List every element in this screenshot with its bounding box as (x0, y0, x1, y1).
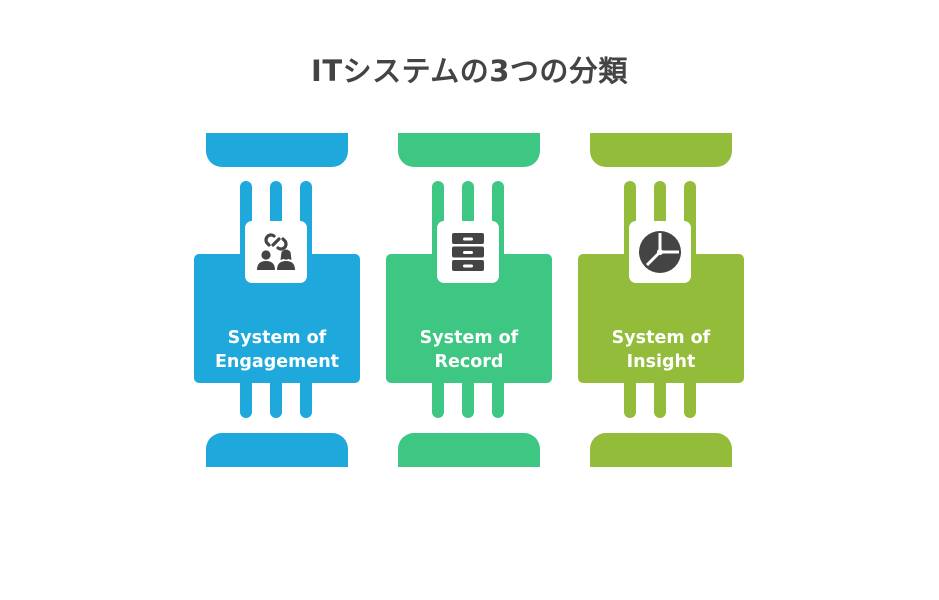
filing-cabinet-icon (452, 233, 484, 271)
pillar-rod (270, 376, 282, 418)
pillar-rod (492, 376, 504, 418)
pillar-bottom-cap (590, 433, 732, 467)
pillar-label: System of Insight (578, 326, 744, 374)
pillar-rod (654, 376, 666, 418)
pillar-label-line2: Engagement (214, 352, 340, 372)
pillar-icon-box (629, 221, 691, 283)
pillar-bottom-cap (206, 433, 348, 467)
pillar-rod (462, 376, 474, 418)
pillar-rod (684, 376, 696, 418)
pillar-top-cap (398, 133, 540, 167)
pillar-icon-box (245, 221, 307, 283)
pillar-label-line1: System of (419, 328, 519, 348)
pillar-body: System of Engagement (194, 254, 360, 383)
pillar-rod (300, 376, 312, 418)
pillar-label: System of Record (386, 326, 552, 374)
people-link-icon (257, 233, 295, 270)
pillar-top-cap (590, 133, 732, 167)
pillar-icon-box (437, 221, 499, 283)
pillar-rod (432, 376, 444, 418)
pillar-label-line2: Insight (626, 352, 696, 372)
pillar-rod (240, 376, 252, 418)
pie-chart-icon (639, 231, 681, 273)
pillar-label-line2: Record (434, 352, 504, 372)
diagram-title: ITシステムの3つの分類 (311, 54, 628, 88)
pillar-top-cap (206, 133, 348, 167)
pillar-label: System of Engagement (194, 326, 360, 374)
pillar-label-line1: System of (611, 328, 711, 348)
pillar-bottom-cap (398, 433, 540, 467)
pillar-rod (624, 376, 636, 418)
pillar-label-line1: System of (227, 328, 327, 348)
